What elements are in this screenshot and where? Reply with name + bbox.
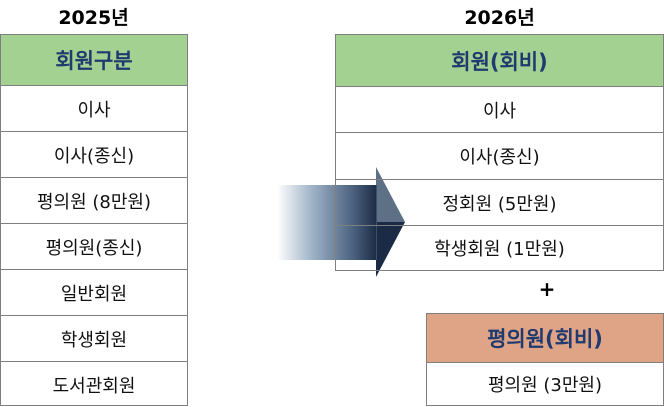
table-2026-councilors: 평의원(회비) 평의원 (3만원) — [426, 313, 664, 406]
table-row: 이사(종신) — [336, 132, 663, 179]
year-2025-label: 2025년 — [58, 7, 129, 29]
table-row: 평의원(종신) — [1, 223, 187, 269]
table-header: 회원(회비) — [336, 35, 663, 86]
table-row: 정회원 (5만원) — [336, 179, 663, 225]
transition-arrow-icon — [277, 167, 405, 277]
table-header: 회원구분 — [1, 35, 187, 85]
year-2026-label: 2026년 — [464, 7, 535, 29]
table-2025: 회원구분 이사 이사(종신) 평의원 (8만원) 평의원(종신) 일반회원 학생… — [0, 34, 188, 406]
plus-sign: + — [538, 277, 556, 301]
table-row: 도서관회원 — [1, 361, 187, 407]
table-row: 이사 — [1, 85, 187, 131]
table-row: 평의원 (8만원) — [1, 177, 187, 223]
table-row: 학생회원 (1만원) — [336, 225, 663, 270]
table-row: 평의원 (3만원) — [427, 362, 663, 405]
table-row: 이사(종신) — [1, 131, 187, 177]
table-2026: 회원(회비) 이사 이사(종신) 정회원 (5만원) 학생회원 (1만원) — [335, 34, 664, 271]
table-row: 일반회원 — [1, 269, 187, 315]
table-row: 학생회원 — [1, 315, 187, 361]
table-row: 이사 — [336, 86, 663, 132]
table-header: 평의원(회비) — [427, 314, 663, 362]
